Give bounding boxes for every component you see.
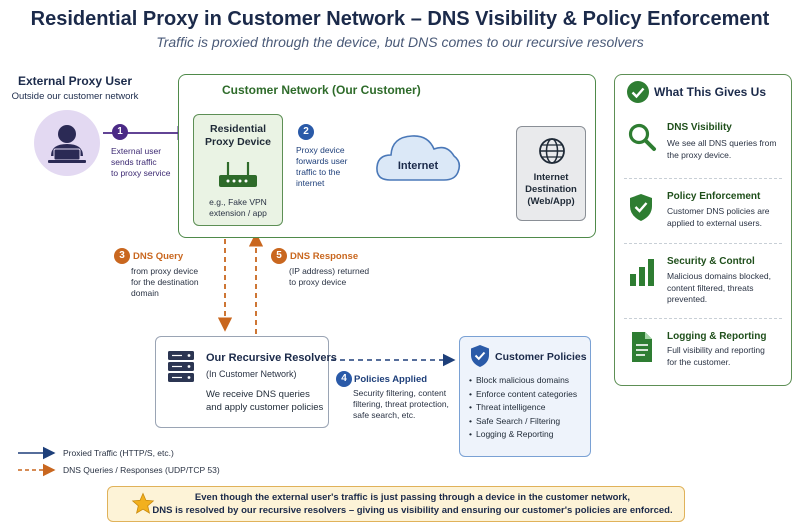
check-circle-icon	[627, 81, 649, 103]
benefits-title: What This Gives Us	[654, 85, 767, 99]
magnifier-icon	[628, 123, 656, 151]
benefit-description: Malicious domains blocked,content filter…	[667, 271, 771, 304]
star-icon	[131, 492, 155, 514]
proxy-device-box[interactable]	[193, 114, 283, 226]
router-icon	[219, 162, 257, 187]
benefit-title: DNS Visibility	[667, 122, 732, 133]
step-3-title: DNS Query	[133, 251, 184, 262]
policy-item: Safe Search / Filtering	[469, 415, 577, 429]
benefit-title: Security & Control	[667, 256, 755, 267]
bar-chart-icon	[630, 259, 654, 286]
server-rack-icon	[168, 351, 194, 382]
benefit-divider	[624, 318, 782, 319]
benefit-title: Logging & Reporting	[667, 331, 767, 342]
resolvers-subtitle: (In Customer Network)	[206, 369, 297, 379]
policy-item: Block malicious domains	[469, 374, 577, 388]
shield-check-icon	[630, 194, 652, 221]
benefit-divider	[624, 243, 782, 244]
benefit-title: Policy Enforcement	[667, 191, 761, 202]
step-5-title: DNS Response	[290, 251, 359, 262]
policy-item: Logging & Reporting	[469, 428, 577, 442]
footer-callout	[107, 486, 685, 522]
user-laptop-icon	[48, 125, 86, 163]
legend-dns-label: DNS Queries / Responses (UDP/TCP 53)	[63, 465, 220, 475]
step-2-badge: 2	[298, 124, 314, 140]
step-5-badge: 5	[271, 248, 287, 264]
customer-network-label: Customer Network (Our Customer)	[222, 83, 421, 97]
external-user-subtitle: Outside our customer network	[11, 91, 139, 102]
document-icon	[632, 332, 652, 362]
external-user-title: External Proxy User	[17, 74, 133, 88]
policies-list: Block malicious domains Enforce content …	[469, 374, 577, 442]
internet-cloud-icon	[376, 135, 461, 181]
footer-text: Even though the external user's traffic …	[152, 492, 673, 516]
policies-title: Customer Policies	[495, 351, 587, 363]
policy-item: Enforce content categories	[469, 388, 577, 402]
destination-box	[516, 126, 586, 221]
step-4-title: Policies Applied	[354, 374, 428, 385]
page-subtitle: Traffic is proxied through the device, b…	[156, 34, 644, 50]
resolvers-title: Our Recursive Resolvers	[206, 352, 337, 364]
internet-label: Internet	[397, 160, 439, 172]
shield-check-icon	[471, 345, 489, 367]
step-1-badge: 1	[112, 124, 128, 140]
benefit-divider	[624, 178, 782, 179]
step-4-badge: 4	[336, 371, 352, 387]
policy-item: Threat intelligence	[469, 401, 577, 415]
step-3-badge: 3	[114, 248, 130, 264]
legend-proxied-label: Proxied Traffic (HTTP/S, etc.)	[63, 448, 174, 458]
globe-icon	[539, 138, 565, 164]
page-title: Residential Proxy in Customer Network – …	[30, 8, 770, 30]
